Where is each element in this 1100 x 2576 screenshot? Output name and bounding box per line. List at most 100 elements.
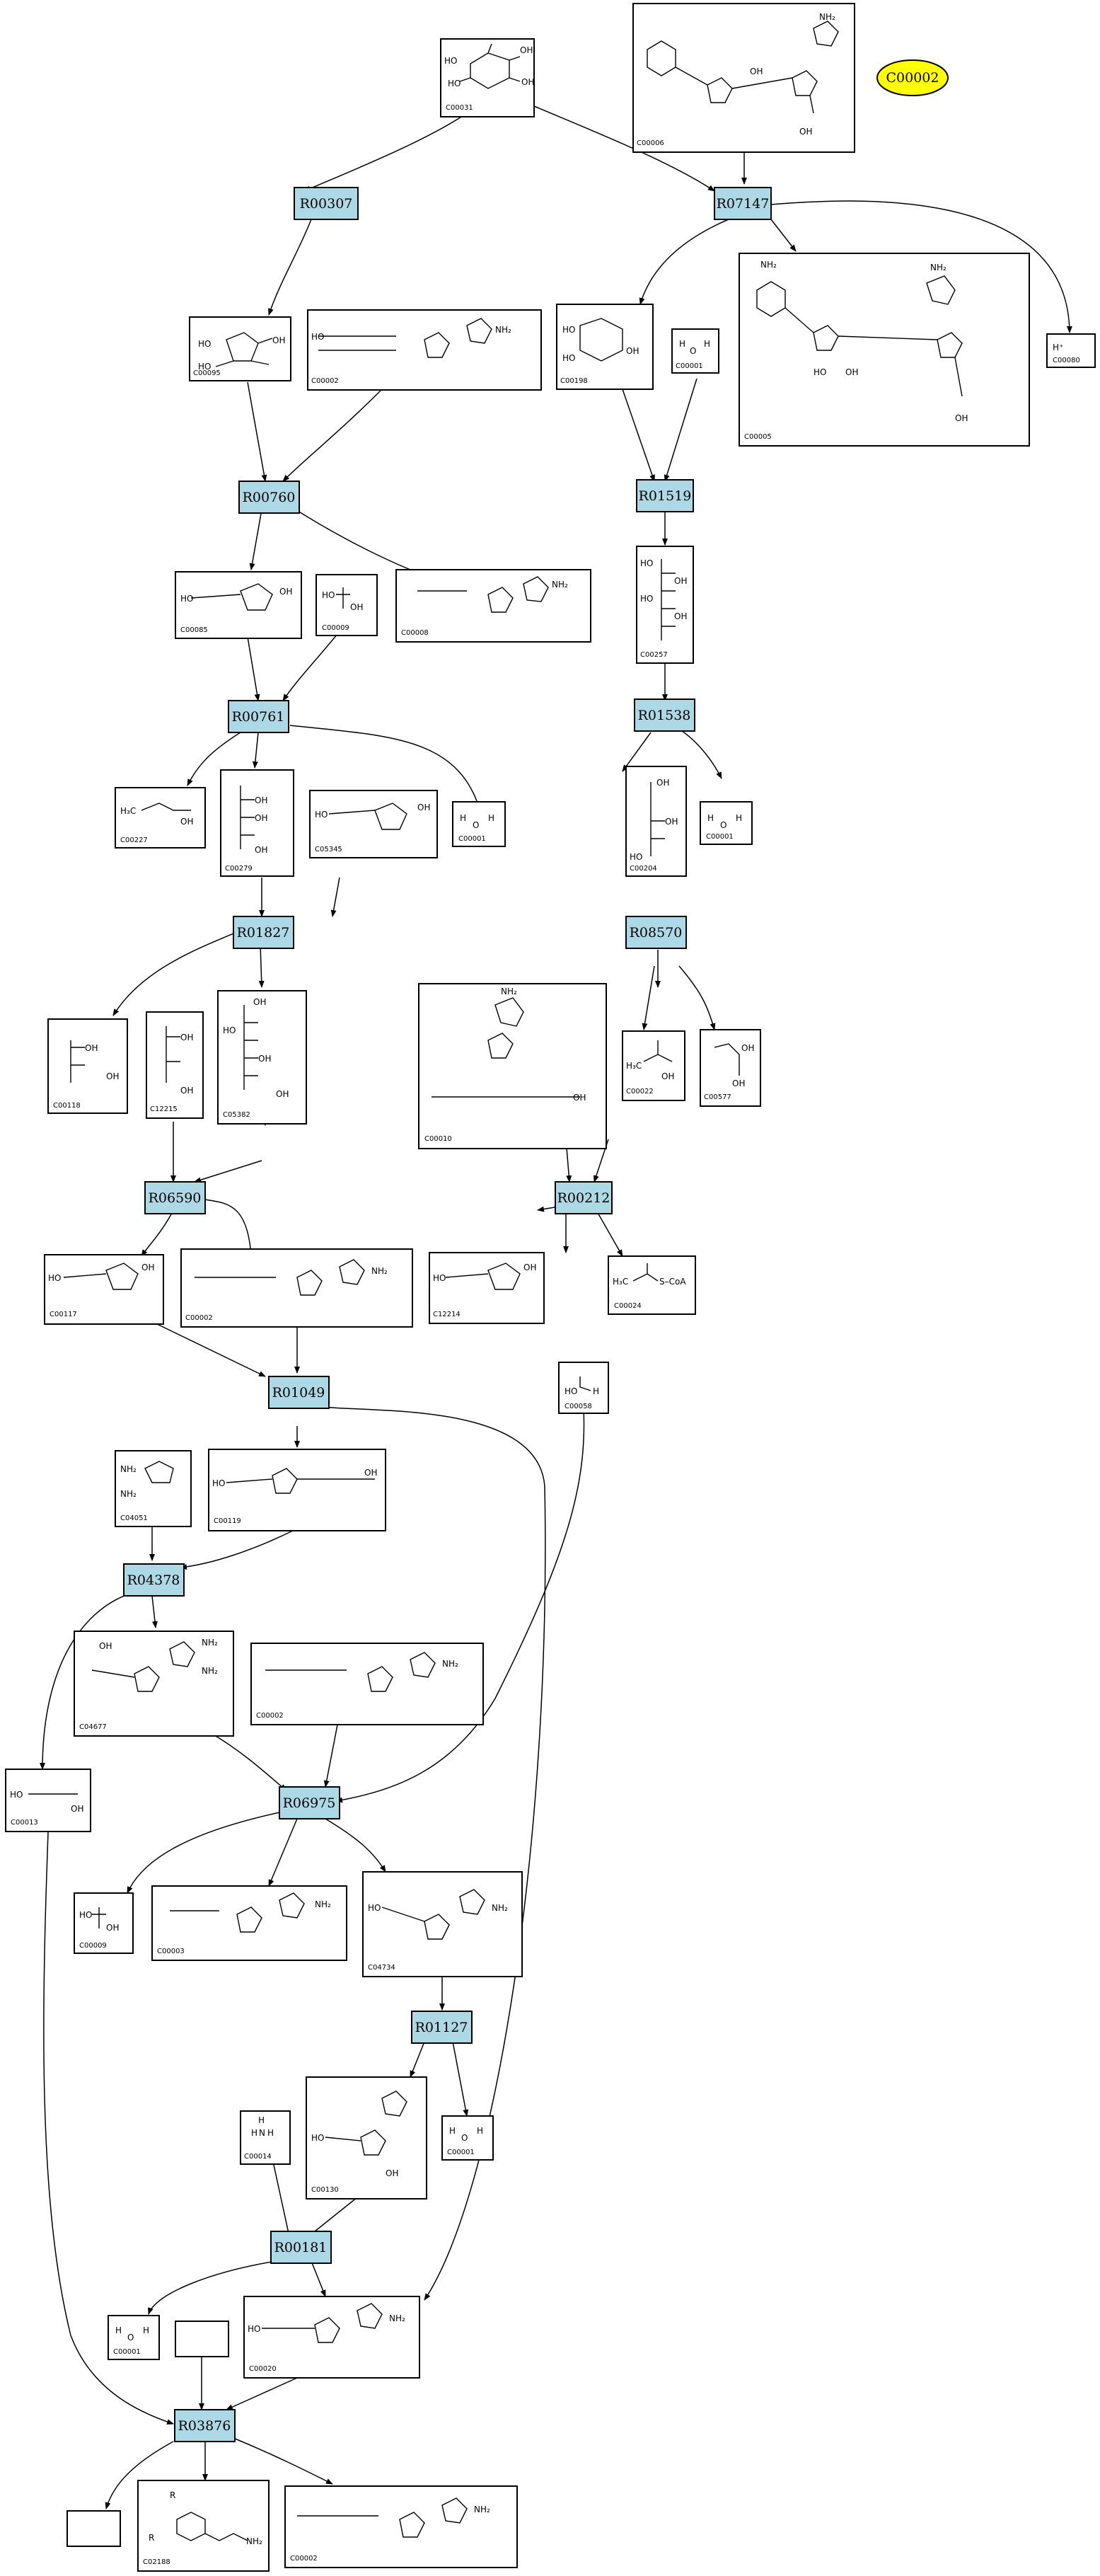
compound-node-c00008[interactable]: NH₂ C00008 [395,569,591,643]
reaction-node-r01049[interactable]: R01049 [268,1376,330,1409]
compound-node-c12215[interactable]: OH OH C12215 [146,1011,204,1119]
compound-node-c00009-a[interactable]: HO OH C00009 [315,574,378,636]
compound-node-c00031[interactable]: HO OH OH HO C00031 [440,38,535,117]
compound-id: C12214 [433,1311,461,1318]
reaction-node-r00181[interactable]: R00181 [270,2231,332,2264]
compound-node-c00020[interactable]: HO NH₂ C00020 [243,2296,420,2379]
atom-label: HO [248,2324,260,2334]
reaction-node-r06590[interactable]: R06590 [144,1181,206,1214]
atom-label: HO [630,852,642,862]
reaction-node-r01519[interactable]: R01519 [636,479,694,512]
compound-node-c00014[interactable]: H H N H C00014 [240,2110,291,2165]
compound-node-c00003[interactable]: NH₂ C00003 [151,1885,347,1961]
atom-label: H [143,2325,149,2335]
compound-node-c00013[interactable]: HO OH C00013 [5,1769,91,1832]
atom-label: O [127,2333,134,2342]
compound-id: C00001 [458,835,486,843]
compound-node-c00002-d[interactable]: NH₂ C00002 [284,2485,518,2568]
compound-node-empty-lower[interactable] [66,2510,121,2547]
atom-label: OH [955,413,968,423]
compound-node-c00001-c[interactable]: H O H C00001 [700,801,753,845]
atom-label: HO [79,1910,92,1920]
compound-node-c00009-b[interactable]: HO OH C00009 [74,1892,134,1954]
atom-label: NH₂ [442,1659,458,1669]
compound-node-c00010[interactable]: NH₂ OH C00010 [418,983,607,1149]
compound-node-c00024[interactable]: H₃C S–CoA C00024 [608,1255,696,1315]
compound-id: C00010 [424,1135,452,1143]
compound-node-c00085[interactable]: HO OH C00085 [175,571,302,639]
atom-label: OH [626,346,639,356]
compound-node-c00002-a[interactable]: HO NH₂ C00002 [307,309,542,391]
compound-id: C00031 [446,104,473,112]
compound-id: C00008 [401,629,429,637]
compound-node-c05345[interactable]: HO OH C05345 [309,790,438,858]
reaction-node-r01827[interactable]: R01827 [233,916,294,949]
compound-node-c00119[interactable]: HO OH C00119 [208,1449,386,1531]
compound-node-c00117[interactable]: HO OH C00117 [44,1254,164,1325]
compound-node-c00095[interactable]: HO OH HO C00095 [189,316,291,381]
reaction-node-r01127[interactable]: R01127 [411,2011,473,2044]
atom-label: H₃C [626,1061,642,1071]
atom-label: H [460,813,466,823]
compound-node-empty-upper[interactable] [175,2321,229,2357]
atom-label: HO [444,56,457,66]
compound-node-c04051[interactable]: NH₂ NH₂ C04051 [115,1450,192,1527]
reaction-node-r03876[interactable]: R03876 [174,2409,236,2442]
reaction-node-r00212[interactable]: R00212 [555,1181,613,1214]
compound-node-c00001-d[interactable]: H O H C00001 [441,2115,494,2161]
compound-id: C00119 [214,1517,241,1525]
reaction-label: R01127 [415,2020,468,2035]
atom-label: HO [640,558,653,568]
compound-id: C00001 [676,362,703,370]
highlight-compound-node[interactable]: C00002 [876,59,949,96]
reaction-node-r06975[interactable]: R06975 [279,1786,340,1819]
reaction-node-r00307[interactable]: R00307 [294,187,359,220]
atom-label: HO [322,590,335,600]
compound-node-c00198[interactable]: HO OH HO C00198 [556,304,654,390]
atom-label: OH [276,1089,289,1099]
compound-node-c00001-a[interactable]: H O H C00001 [671,328,719,374]
atom-label: H₃C [120,806,136,816]
atom-label: HO [198,339,211,349]
reaction-node-r04378[interactable]: R04378 [123,1563,185,1597]
compound-id: C00024 [614,1302,642,1310]
compound-id: C05382 [223,1111,250,1119]
compound-node-c04734[interactable]: HO NH₂ C04734 [362,1871,523,1977]
compound-id: C00003 [157,1948,185,1955]
compound-node-c00002-b[interactable]: NH₂ C00002 [180,1248,413,1328]
reaction-node-r08570[interactable]: R08570 [625,916,687,949]
compound-node-c00006[interactable]: OH OH NH₂ C00006 [632,3,855,153]
compound-node-c04677[interactable]: OH NH₂ NH₂ C04677 [74,1631,234,1737]
atom-label: HO [10,1790,23,1800]
reaction-node-r00761[interactable]: R00761 [228,700,289,733]
compound-node-c00204[interactable]: OH OH HO C00204 [625,766,687,877]
compound-node-c00005[interactable]: NH₂ NH₂ HO OH OH C00005 [739,253,1030,447]
reaction-node-r07147[interactable]: R07147 [714,187,772,220]
atom-label: OH [350,602,363,612]
atom-label: NH₂ [819,12,835,22]
compound-node-c00227[interactable]: H₃C OH C00227 [115,787,206,849]
atom-label: NH₂ [501,987,517,996]
compound-node-c00118[interactable]: OH OH C00118 [47,1018,128,1114]
compound-node-c00577[interactable]: OH OH C00577 [700,1029,761,1107]
compound-node-c00022[interactable]: H₃C OH C00022 [622,1030,685,1101]
compound-node-c00279[interactable]: OH OH OH C00279 [220,769,294,877]
atom-label: OH [255,795,267,805]
reaction-label: R00307 [300,196,353,212]
compound-node-c02188[interactable]: R R NH₂ C02188 [137,2480,270,2572]
compound-node-c05382[interactable]: OH HO OH OH C05382 [217,990,307,1125]
compound-node-c00257[interactable]: HO OH HO OH C00257 [636,546,694,664]
compound-node-c00001-b[interactable]: H O H C00001 [452,801,506,847]
compound-id: C04734 [368,1964,395,1972]
reaction-node-r00760[interactable]: R00760 [238,481,300,514]
compound-id: C00002 [185,1314,213,1322]
compound-node-c00080[interactable]: H⁺ C00080 [1046,333,1096,368]
atom-label: HO [315,810,328,820]
compound-node-c00058[interactable]: HO H C00058 [558,1362,609,1414]
compound-node-c12214[interactable]: HO OH C12214 [429,1252,545,1324]
compound-node-c00001-e[interactable]: H O H C00001 [108,2315,160,2360]
reaction-node-r01538[interactable]: R01538 [634,698,695,732]
compound-node-c00002-c[interactable]: NH₂ C00002 [250,1643,484,1725]
compound-node-c00130[interactable]: HO OH C00130 [306,2076,427,2200]
